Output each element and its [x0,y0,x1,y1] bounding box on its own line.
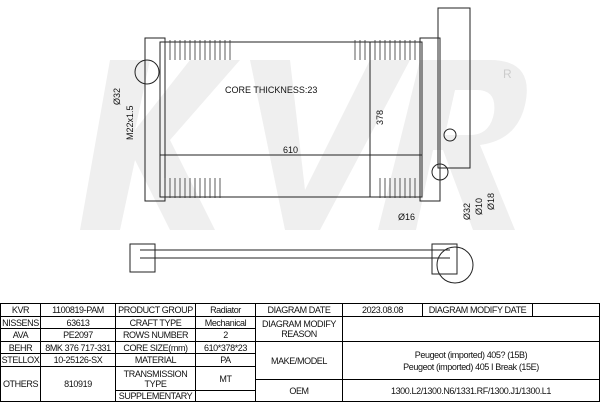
product-group-label: PRODUCT GROUP [115,303,196,317]
modify-reason-value [342,316,600,342]
oem-label: OEM [255,379,343,402]
height-dimension: 378 [375,110,385,125]
make-model-line-2: Peugeot (imported) 405 I Break (15E) [403,361,539,372]
rows-number-value: 2 [195,328,256,342]
others-label: OTHERS [0,366,41,402]
make-model-line-1: Peugeot (imported) 405? (15B) [414,349,528,360]
core-outline [159,41,423,198]
supplementary-label: SUPPLEMENTARY [115,390,196,402]
make-model-label: MAKE/MODEL [255,341,343,380]
d16-label: Ø16 [398,212,415,222]
oem-value: 1300.L2/1300.N6/1331.RF/1300.J1/1300.L1 [342,379,600,402]
transmission-value: MT [195,366,256,391]
stellox-label: STELLOX [0,353,41,367]
stellox-value: 10-25126-SX [40,353,116,367]
d32-outlet-label: Ø32 [462,203,472,220]
thread-spec: M22x1.5 [125,105,135,140]
width-dimension: 610 [283,145,298,155]
diagram-modify-date-label: DIAGRAM MODIFY DATE [422,303,533,317]
ava-value: PE2097 [40,328,116,342]
d10-label: Ø10 [474,198,484,215]
transmission-label: TRANSMISSION TYPE [115,366,196,391]
diagram-date-value: 2023.08.08 [342,303,423,317]
material-label: MATERIAL [115,353,196,367]
others-value: 810919 [40,366,116,402]
kvr-label: KVR [0,303,41,317]
d18-label: Ø18 [486,193,496,210]
rows-number-label: ROWS NUMBER [115,328,196,342]
kvr-value: 1100819-PAM [40,303,116,317]
core-thickness-label: CORE THICKNESS:23 [225,85,317,95]
supplementary-value [195,390,256,402]
diagram-modify-date-value [532,303,600,317]
radiator-drawing: R CORE THICKNESS:23 610 378 Ø32 M22x1.5 … [80,7,527,284]
make-model-value: Peugeot (imported) 405? (15B) Peugeot (i… [342,341,600,380]
material-value: PA [195,353,256,367]
inlet-diameter: Ø32 [112,88,122,105]
diagram-date-label: DIAGRAM DATE [255,303,343,317]
product-group-value: Radiator [195,303,256,317]
registered-mark: R [503,67,512,81]
ava-label: AVA [0,328,41,342]
modify-reason-label: DIAGRAM MODIFY REASON [255,316,343,342]
